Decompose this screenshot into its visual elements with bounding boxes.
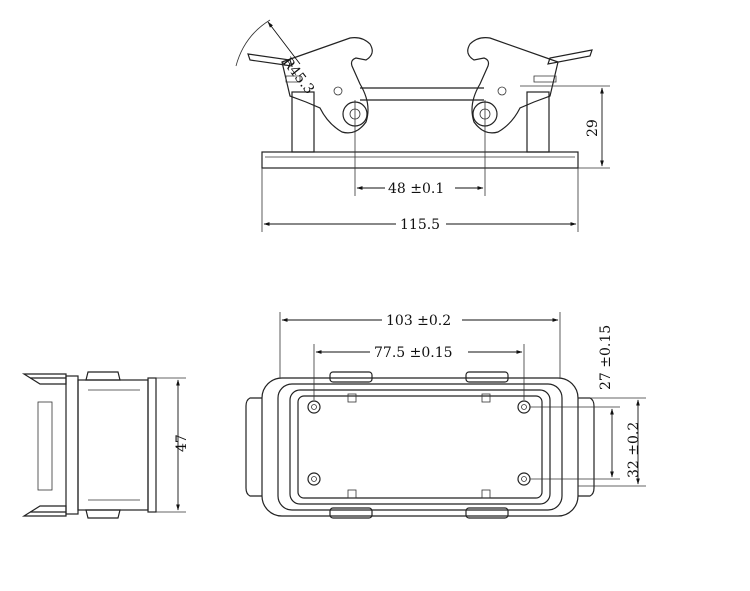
mounting-hole-tr: [517, 400, 531, 414]
side-view: 47: [21, 371, 190, 519]
right-handle: [547, 49, 593, 65]
pitch-775-label: 77.5 ±0.15: [374, 345, 453, 361]
left-locking-lever: [281, 37, 373, 134]
mounting-hole-tl: [307, 400, 321, 414]
pitch-48-label: 48 ±0.1: [388, 181, 444, 197]
plan-view: 103 ±0.2 77.5 ±0.15 27 ±0.15 32 ±0.2: [245, 312, 646, 519]
mounting-hole-br: [517, 472, 531, 486]
height-29-label: 29: [585, 119, 601, 137]
cutout-opening: [297, 395, 543, 499]
left-post: [291, 91, 315, 153]
width-103-label: 103 ±0.2: [386, 313, 451, 329]
width-115-label: 115.5: [400, 217, 440, 233]
right-locking-lever: [467, 37, 559, 134]
side-body: [77, 379, 149, 511]
housing-outline: [261, 377, 579, 517]
base-plate: [261, 151, 579, 169]
side-47-label: 47: [174, 434, 190, 452]
front-elevation-view: R45.3 29 48 ±0.1 115.5: [235, 19, 610, 233]
left-ear: [245, 397, 262, 497]
mounting-hole-bl: [307, 472, 321, 486]
vert-32-label: 32 ±0.2: [626, 422, 642, 478]
right-post: [526, 91, 550, 153]
left-handle: [247, 53, 293, 67]
vert-27-label: 27 ±0.15: [598, 325, 614, 390]
radius-arc: [235, 19, 271, 67]
right-ear: [578, 397, 595, 497]
